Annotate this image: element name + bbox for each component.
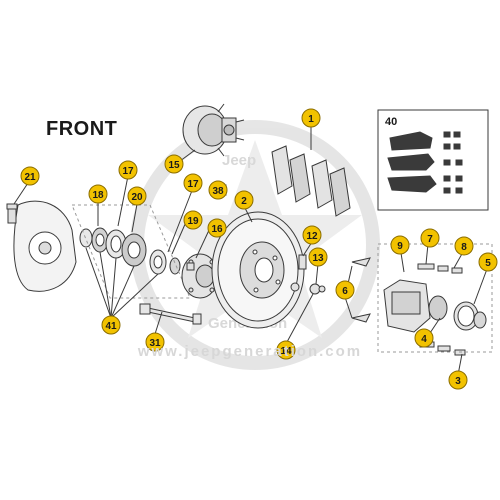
callout-19: 19 <box>183 210 203 230</box>
svg-text:19: 19 <box>187 216 199 227</box>
view-heading: FRONT <box>46 118 118 140</box>
callout-8: 8 <box>454 236 474 256</box>
callout-12: 12 <box>302 225 322 245</box>
caliper-bracket-outline <box>377 243 493 353</box>
watermark-url: www.jeepgeneration.com <box>137 343 363 360</box>
svg-text:14: 14 <box>280 346 292 357</box>
svg-text:17: 17 <box>122 166 134 177</box>
callout-2: 2 <box>234 190 254 210</box>
svg-text:18: 18 <box>92 190 104 201</box>
svg-text:8: 8 <box>461 242 467 253</box>
svg-text:16: 16 <box>211 224 223 235</box>
callout-6: 6 <box>335 280 355 300</box>
svg-text:3: 3 <box>455 376 461 387</box>
inset-label: 40 <box>385 116 397 128</box>
svg-text:41: 41 <box>105 321 117 332</box>
bearing-stack <box>79 227 181 275</box>
callout-17-left: 17 <box>118 160 138 180</box>
callout-1: 1 <box>301 108 321 128</box>
callout-38: 38 <box>208 180 228 200</box>
svg-text:4: 4 <box>421 334 427 345</box>
callout-31: 31 <box>145 332 165 352</box>
brake-caliper <box>383 279 487 333</box>
callout-41: 41 <box>101 315 121 335</box>
watermark-arc-top: Jeep <box>222 152 256 169</box>
callout-14: 14 <box>276 340 296 360</box>
callout-20: 20 <box>127 186 147 206</box>
svg-text:9: 9 <box>397 241 403 252</box>
callouts: 1 2 3 4 5 6 7 8 9 12 13 14 15 16 17 17 1… <box>20 108 498 390</box>
axle-shaft <box>139 303 202 325</box>
svg-text:31: 31 <box>149 338 161 349</box>
leader-lines <box>13 127 488 376</box>
svg-text:15: 15 <box>168 160 180 171</box>
callout-3: 3 <box>448 370 468 390</box>
hub-bearing-assembly <box>182 103 245 157</box>
mounting-bolt <box>6 203 18 224</box>
svg-text:2: 2 <box>241 196 247 207</box>
callout-16: 16 <box>207 218 227 238</box>
svg-text:17: 17 <box>187 179 199 190</box>
svg-text:12: 12 <box>306 231 318 242</box>
brake-rotor <box>211 211 305 329</box>
callout-9: 9 <box>390 235 410 255</box>
callout-17-right: 17 <box>183 173 203 193</box>
svg-text:21: 21 <box>24 172 36 183</box>
callout-21: 21 <box>20 166 40 186</box>
callout-15: 15 <box>164 154 184 174</box>
callout-5: 5 <box>478 252 498 272</box>
svg-text:38: 38 <box>212 186 224 197</box>
svg-text:7: 7 <box>427 234 433 245</box>
callout-13: 13 <box>308 247 328 267</box>
svg-text:13: 13 <box>312 253 324 264</box>
callout-4: 4 <box>414 328 434 348</box>
svg-text:5: 5 <box>485 258 491 269</box>
callout-18: 18 <box>88 184 108 204</box>
svg-text:6: 6 <box>342 286 348 297</box>
svg-text:1: 1 <box>308 114 314 125</box>
dust-shield <box>13 200 77 292</box>
pad-kit-inset <box>377 109 489 211</box>
callout-7: 7 <box>420 228 440 248</box>
brake-pads <box>271 145 351 217</box>
svg-text:20: 20 <box>131 192 143 203</box>
